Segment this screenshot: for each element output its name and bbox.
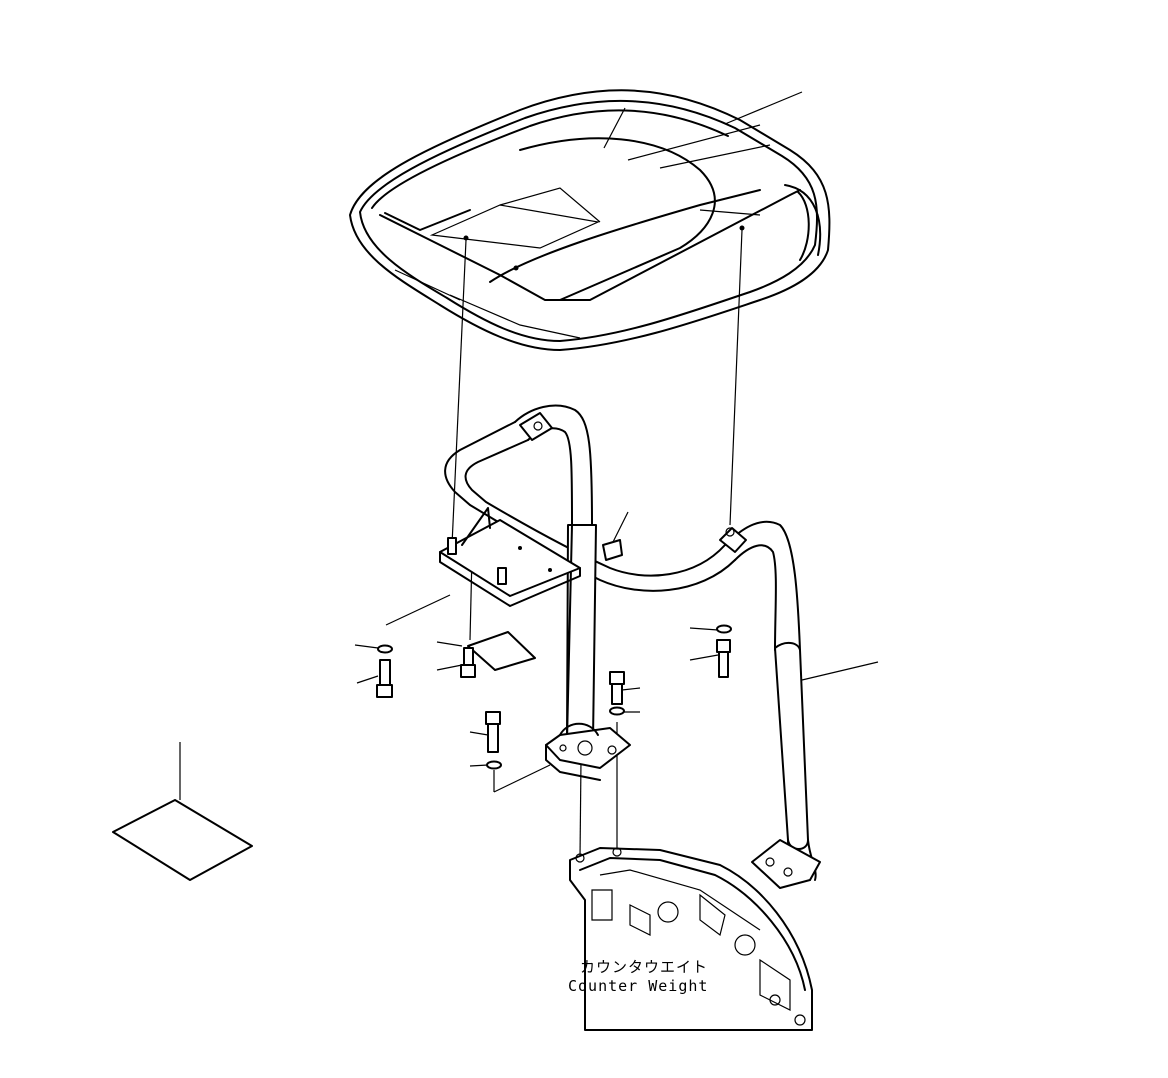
- handrail-frame: [444, 404, 817, 881]
- mounting-plate: [439, 507, 581, 607]
- counterweight-label-en: Counter Weight: [568, 977, 708, 995]
- post-bracket: [545, 722, 631, 781]
- counterweight-label-jp: カウンタウエイト: [580, 958, 708, 976]
- leader-lines: [179, 91, 879, 859]
- bolt-group: [376, 624, 732, 770]
- counterweight: [569, 847, 813, 1031]
- decal-small: [467, 631, 536, 671]
- engine-hood: [349, 89, 831, 351]
- decal-large: [112, 799, 253, 881]
- foot-bracket-right: [751, 839, 821, 889]
